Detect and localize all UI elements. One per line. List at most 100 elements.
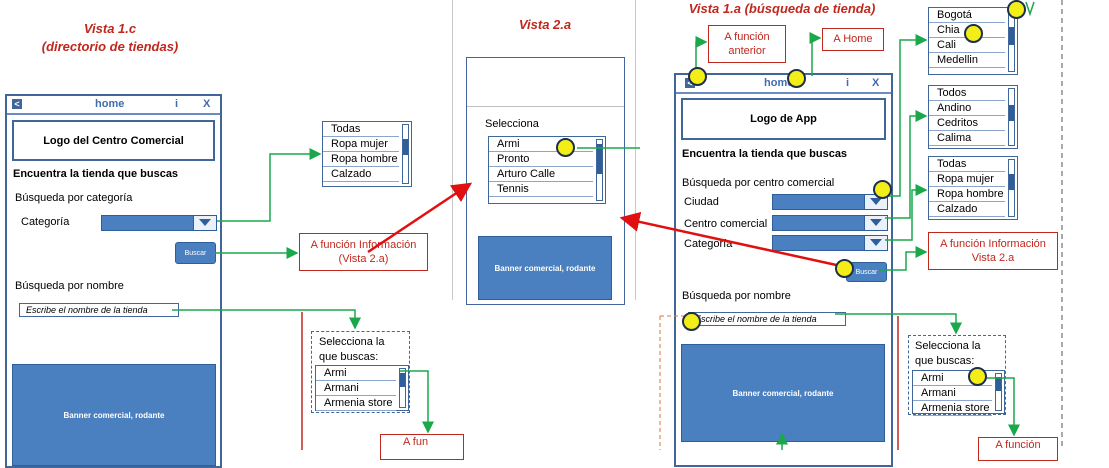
list-item[interactable]: Cali <box>929 38 1005 53</box>
connector-city-to-list <box>885 34 928 197</box>
category-dropdown[interactable] <box>101 215 217 231</box>
red-arrow-info-to-vista2a <box>367 182 473 254</box>
mall-options-list: Todos Andino Cedritos Calima <box>928 85 1018 149</box>
home-target-label: A Home <box>833 33 873 45</box>
list-item[interactable]: Tennis <box>489 182 593 197</box>
select-store-title: Selecciona la que buscas: <box>915 340 981 367</box>
scrollbar[interactable] <box>1008 159 1015 217</box>
category-section-label: Búsqueda por categoría <box>15 192 133 204</box>
highlight-dot <box>964 24 983 43</box>
list-item[interactable]: Ropa mujer <box>323 137 399 152</box>
list-item[interactable]: Ropa hombre <box>929 187 1005 202</box>
banner: Banner comercial, rodante <box>478 236 612 300</box>
select-store-box: Selecciona la que buscas: Armi Armani Ar… <box>311 331 410 413</box>
previous-function-box: A función anterior <box>708 25 786 63</box>
list-item[interactable]: Armenia store <box>316 396 396 411</box>
scrollbar[interactable] <box>402 124 409 184</box>
store-name-input[interactable]: Escribe el nombre de la tienda <box>688 312 846 326</box>
list-item[interactable]: Armani <box>316 381 396 396</box>
mall-label: Centro comercial <box>684 218 768 230</box>
scroll-thumb[interactable] <box>597 144 602 174</box>
green-marker-top-right <box>1025 1 1035 17</box>
list-item[interactable]: Armenia store <box>913 401 992 416</box>
name-section-label: Búsqueda por nombre <box>682 290 791 302</box>
info-function-label: A función Información (Vista 2.a) <box>310 239 417 265</box>
connector-search-to-info-2 <box>880 246 928 271</box>
highlight-dot <box>873 180 892 199</box>
vista-2a-phone: Selecciona Armi Pronto Arturo Calle Tenn… <box>466 57 625 305</box>
scroll-thumb[interactable] <box>1009 27 1014 45</box>
list-item[interactable]: Ropa mujer <box>929 172 1005 187</box>
scrollbar[interactable] <box>995 373 1002 411</box>
list-item[interactable]: Ropa hombre <box>323 152 399 167</box>
scrollbar[interactable] <box>1008 88 1015 146</box>
function-label: A función <box>995 439 1041 451</box>
list-item[interactable]: Armi <box>489 137 593 152</box>
vista-1c-phone: < home i X Logo del Centro Comercial Enc… <box>5 94 222 468</box>
connector-name-to-select-2 <box>835 313 962 335</box>
list-item[interactable]: Pronto <box>489 152 593 167</box>
list-item[interactable]: Calima <box>929 131 1005 146</box>
category-dropdown[interactable] <box>772 235 888 251</box>
select-store-title: Selecciona la que buscas: <box>319 336 385 363</box>
city-dropdown[interactable] <box>772 194 888 210</box>
list-item[interactable]: Calzado <box>323 167 399 182</box>
list-item[interactable]: Medellin <box>929 53 1005 68</box>
highlight-dot <box>688 67 707 86</box>
list-item[interactable]: Todos <box>929 86 1005 101</box>
list-item[interactable]: Armani <box>913 386 992 401</box>
info-icon[interactable]: i <box>846 77 850 89</box>
vista-1c-title: Vista 1.c (directorio de tiendas) <box>25 20 195 56</box>
scrollbar[interactable] <box>596 139 603 201</box>
chevron-down-icon <box>193 216 216 230</box>
scroll-thumb[interactable] <box>400 373 405 387</box>
connector-mall-to-list <box>885 110 928 219</box>
home-target-box: A Home <box>822 28 884 51</box>
chevron-down-icon <box>864 216 887 230</box>
city-label: Ciudad <box>684 196 719 208</box>
info-icon[interactable]: i <box>175 98 179 110</box>
list-item[interactable]: Cedritos <box>929 116 1005 131</box>
list-item[interactable]: Arturo Calle <box>489 167 593 182</box>
heading: Encuentra la tienda que buscas <box>682 148 848 160</box>
chevron-down-icon <box>864 236 887 250</box>
scroll-thumb[interactable] <box>996 377 1001 391</box>
previous-function-label: A función anterior <box>724 31 770 57</box>
select-store-box: Selecciona la que buscas: Armi Armani Ar… <box>908 335 1006 416</box>
close-icon[interactable]: X <box>872 77 880 89</box>
connector-category-to-list <box>217 148 322 222</box>
logo-box: Logo de App <box>681 98 886 140</box>
connector-name-to-select <box>172 309 361 330</box>
list-item[interactable]: Todas <box>929 157 1005 172</box>
function-label: A fun <box>403 436 429 448</box>
highlight-dot <box>1007 0 1026 19</box>
scroll-thumb[interactable] <box>1009 174 1014 190</box>
scroll-thumb[interactable] <box>1009 105 1014 121</box>
select-store-list: Armi Armani Armenia store <box>315 365 409 411</box>
store-name-input[interactable]: Escribe el nombre de la tienda <box>19 303 179 317</box>
scroll-thumb[interactable] <box>403 139 408 155</box>
connector-select-to-function <box>400 370 434 434</box>
list-item[interactable]: Armi <box>316 366 396 381</box>
home-link[interactable]: home <box>95 98 125 110</box>
list-item[interactable]: Todas <box>323 122 399 137</box>
divider-right <box>635 0 636 300</box>
close-icon[interactable]: X <box>203 98 211 110</box>
scrollbar[interactable] <box>399 368 406 408</box>
back-icon[interactable]: < <box>12 99 22 109</box>
list-item[interactable]: Bogotá <box>929 8 1005 23</box>
list-item[interactable]: Andino <box>929 101 1005 116</box>
info-function-box: A función Información Vista 2.a <box>928 232 1058 270</box>
select-label: Selecciona <box>485 118 539 130</box>
connectors-layer <box>172 0 1063 450</box>
vista-2a-title: Vista 2.a <box>518 17 572 32</box>
highlight-dot <box>682 312 701 331</box>
list-item[interactable]: Calzado <box>929 202 1005 217</box>
mall-dropdown[interactable] <box>772 215 888 231</box>
logo-box: Logo del Centro Comercial <box>12 120 215 161</box>
list-item[interactable]: Armi <box>913 371 992 386</box>
highlight-dot <box>968 367 987 386</box>
vista-1c-title-line2: (directorio de tiendas) <box>41 39 179 54</box>
vista-1a-phone: < home i X Logo de App Encuentra la tien… <box>674 73 893 467</box>
home-link[interactable]: home <box>764 77 794 89</box>
